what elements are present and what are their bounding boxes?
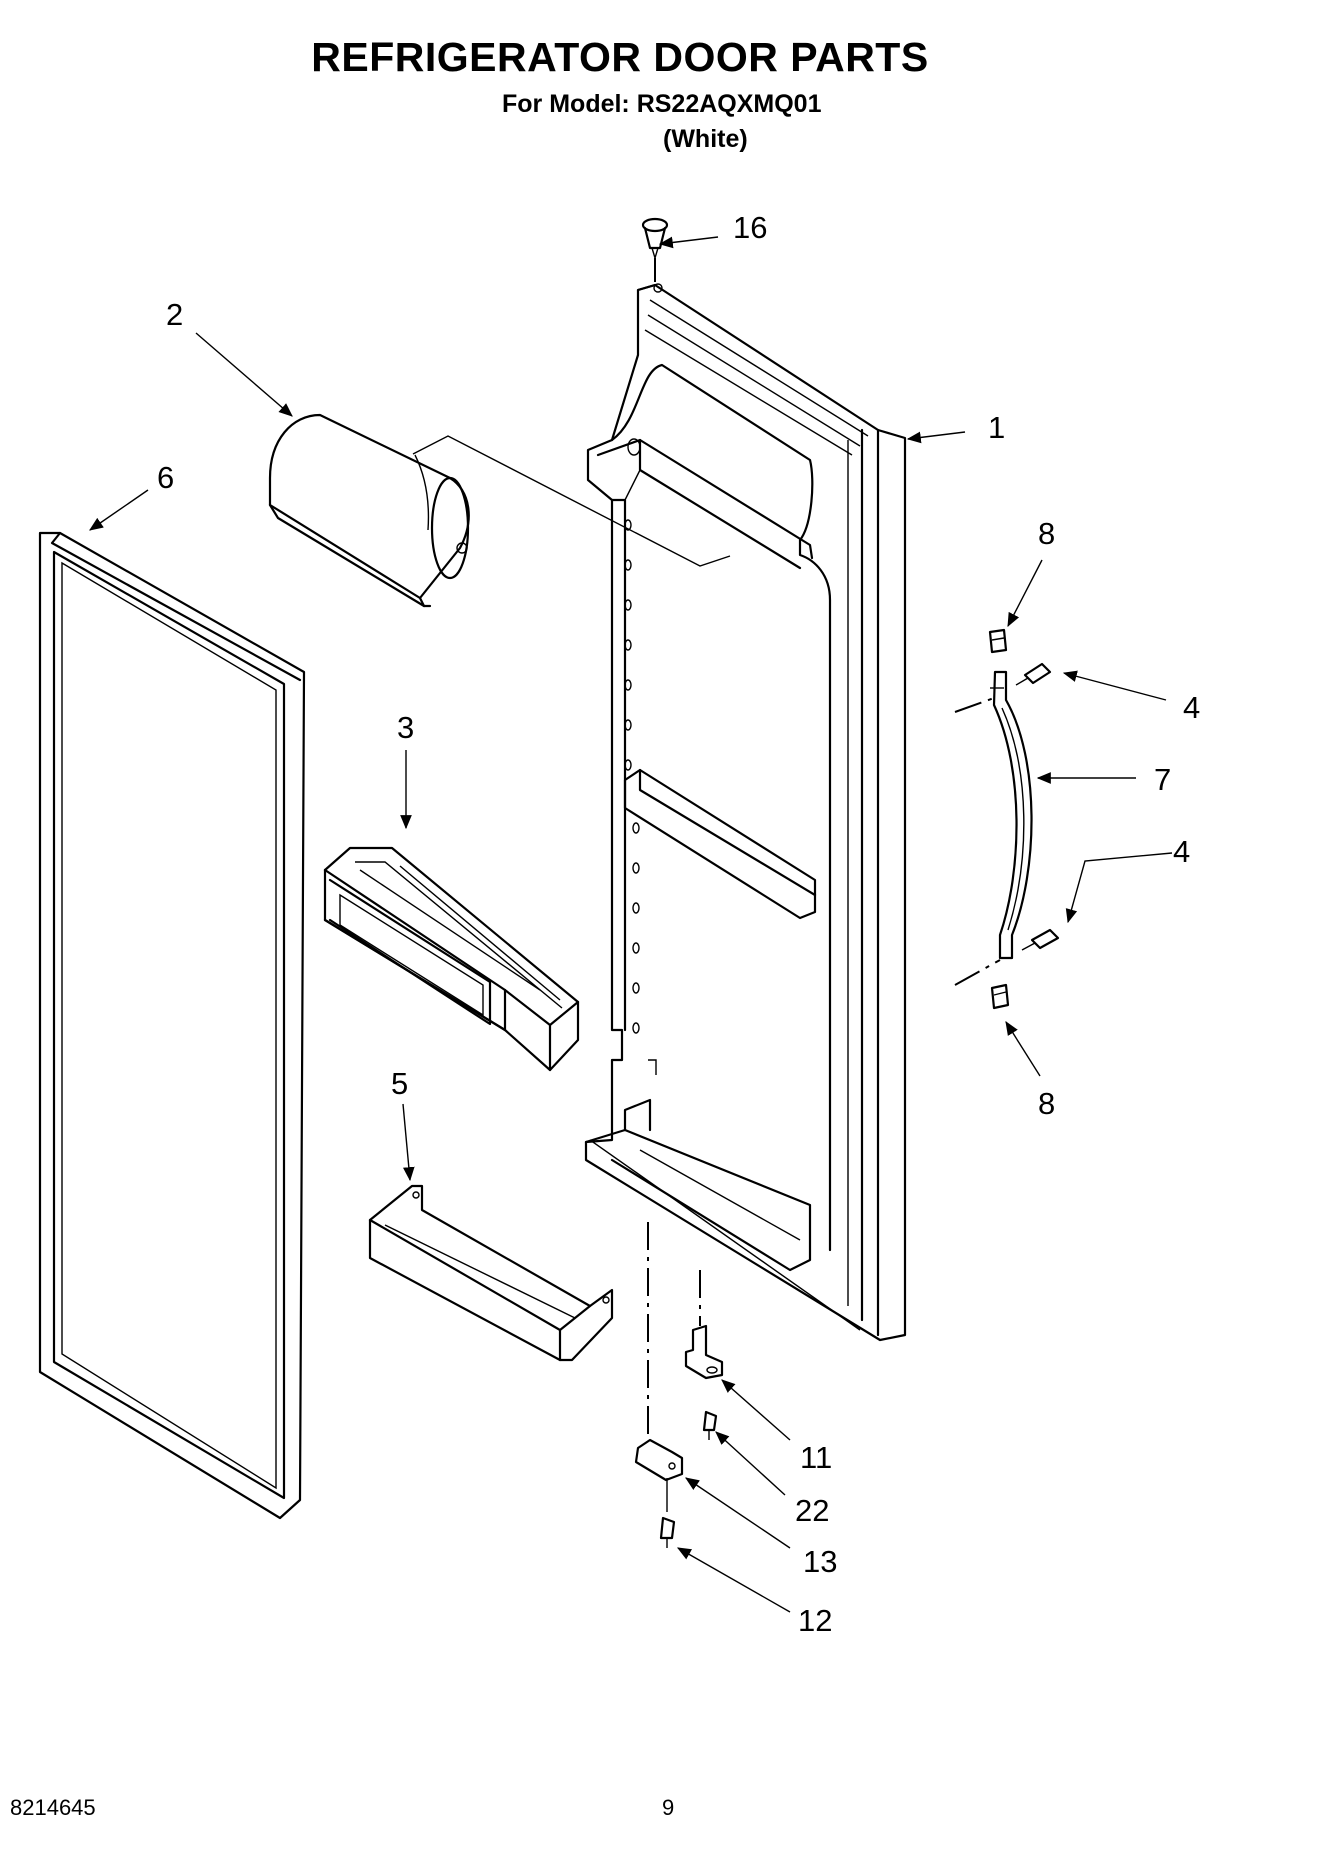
hinge-block-screw-part (659, 1516, 676, 1548)
callout-8-top: 8 (1038, 516, 1055, 551)
callout-16: 16 (733, 210, 767, 245)
hinge-block-part (634, 1438, 684, 1482)
callout-4-top: 4 (1183, 690, 1200, 725)
callout-1: 1 (988, 410, 1005, 445)
handle-cap-part (988, 628, 1010, 1010)
color-note: (White) (663, 125, 748, 153)
page-title: REFRIGERATOR DOOR PARTS (311, 34, 929, 80)
page-number: 9 (662, 1795, 675, 1820)
callout-4-bottom: 4 (1173, 834, 1190, 869)
callout-2: 2 (166, 297, 183, 332)
refrigerator-door-part (584, 283, 907, 1342)
hinge-bracket-part (684, 1324, 724, 1380)
door-plug-part (641, 217, 669, 261)
door-handle-part (990, 670, 1033, 960)
hinge-screw-part (702, 1410, 718, 1440)
door-gasket-part (38, 531, 306, 1520)
screw-part (1015, 662, 1060, 951)
callout-22: 22 (795, 1493, 829, 1528)
shelf-rail-part (368, 1184, 614, 1362)
callout-8-bottom: 8 (1038, 1086, 1055, 1121)
callout-12: 12 (798, 1603, 832, 1638)
callout-5: 5 (391, 1066, 408, 1101)
callout-11: 11 (800, 1440, 832, 1475)
model-line: For Model: RS22AQXMQ01 (502, 90, 822, 118)
callout-leaders (89, 236, 1173, 1613)
dairy-door-part (268, 413, 470, 608)
door-bin-part (323, 846, 580, 1072)
document-number: 8214645 (10, 1795, 96, 1820)
callout-3: 3 (397, 710, 414, 745)
callout-13: 13 (803, 1544, 837, 1579)
callout-6: 6 (157, 460, 174, 495)
callout-7: 7 (1154, 762, 1171, 797)
